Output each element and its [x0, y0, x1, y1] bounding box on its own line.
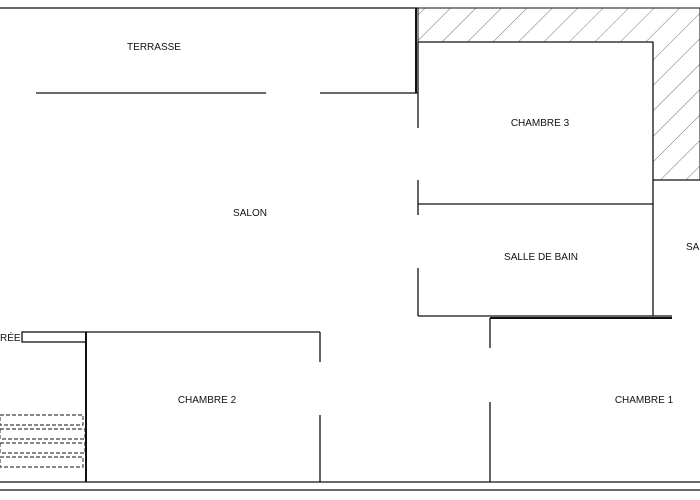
- hatched-exterior-area: [417, 7, 700, 181]
- room-label-terrasse: TERRASSE: [127, 42, 181, 53]
- room-label-chambre-2: CHAMBRE 2: [178, 395, 237, 406]
- room-label-chambre-3: CHAMBRE 3: [511, 118, 570, 129]
- room-label-salon: SALON: [233, 208, 267, 219]
- stair-step: [0, 456, 84, 468]
- stair-step: [0, 442, 86, 454]
- stairs: [0, 414, 86, 468]
- room-label-salle-cut: SAL: [686, 242, 700, 253]
- stair-step: [0, 414, 84, 426]
- room-label-entree-cut: RÉE: [0, 331, 21, 344]
- room-label-salle-de-bain: SALLE DE BAIN: [504, 252, 578, 263]
- stair-step: [0, 428, 86, 440]
- entrance-wall-stub: [21, 331, 87, 343]
- room-label-chambre-1: CHAMBRE 1: [615, 395, 674, 406]
